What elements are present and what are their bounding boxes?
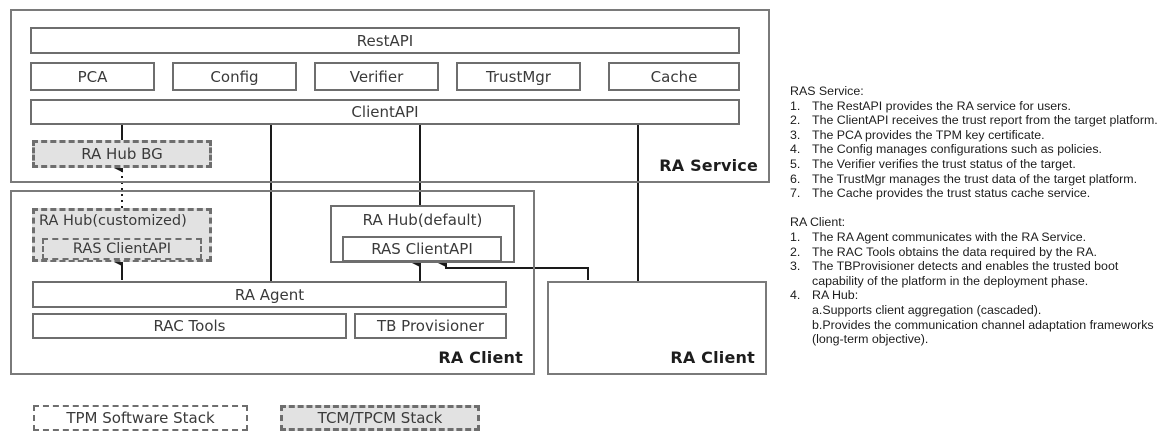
ra-hub-default-ras-clientapi-box[interactable]: RAS ClientAPI <box>342 236 502 262</box>
rac-tools-box[interactable]: RAC Tools <box>32 313 347 339</box>
list-item: 3. The PCA provides the TPM key certific… <box>788 128 1173 143</box>
list-item-number: 2. <box>790 113 801 128</box>
module-box-verifier[interactable]: Verifier <box>314 62 439 91</box>
list-item: 4. The Config manages configurations suc… <box>788 142 1173 157</box>
module-box-config[interactable]: Config <box>172 62 297 91</box>
list-item-number: 7. <box>790 186 801 201</box>
list-item-text: The PCA provides the TPM key certificate… <box>812 127 1045 142</box>
ra-client-right-container: RA Client <box>547 281 767 375</box>
ra-agent-box[interactable]: RA Agent <box>32 281 507 308</box>
ra-hub-bg-box[interactable]: RA Hub BG <box>32 140 212 168</box>
list-item-text: The TrustMgr manages the trust data of t… <box>812 171 1138 186</box>
notes-ra-hub-sub-a: a.Supports client aggregation (cascaded)… <box>812 302 1042 317</box>
ra-hub-customized-label: RA Hub(customized) <box>39 213 187 229</box>
list-item-number: 1. <box>790 229 801 244</box>
list-item: 2. The ClientAPI receives the trust repo… <box>788 113 1173 128</box>
list-item-text: The Cache provides the trust status cach… <box>812 186 1091 201</box>
ra-service-container: RA Service <box>10 9 770 183</box>
notes-ras-service-list: 1. The RestAPI provides the RA service f… <box>788 99 1173 201</box>
ra-client-left-label: RA Client <box>438 348 523 367</box>
list-item: 1. The RestAPI provides the RA service f… <box>788 99 1173 114</box>
legend-tpm-software-stack: TPM Software Stack <box>33 405 248 431</box>
module-box-cache[interactable]: Cache <box>608 62 740 91</box>
list-item-text: The Config manages configurations such a… <box>812 142 1102 157</box>
notes-ra-hub-sub-b: b.Provides the communication channel ada… <box>812 317 1154 347</box>
ra-client-right-label: RA Client <box>670 348 755 367</box>
legend-tcm-tpcm-stack: TCM/TPCM Stack <box>280 405 480 431</box>
list-item: 4. RA Hub: <box>788 288 1173 303</box>
list-item-text: The TBProvisioner detects and enables th… <box>812 259 1119 288</box>
list-item-number: 1. <box>790 98 801 113</box>
list-item-number: 4. <box>790 288 801 303</box>
list-item-text: RA Hub: <box>812 288 859 303</box>
ra-client-left-container: RA Client <box>10 190 535 375</box>
list-item-text: The RA Agent communicates with the RA Se… <box>812 229 1087 244</box>
client-api-box[interactable]: ClientAPI <box>30 99 740 125</box>
list-item-number: 4. <box>790 142 801 157</box>
list-item: 2. The RAC Tools obtains the data requir… <box>788 245 1173 260</box>
list-item-number: 3. <box>790 259 801 274</box>
ra-hub-customized-ras-clientapi-box[interactable]: RAS ClientAPI <box>42 238 202 260</box>
rest-api-box[interactable]: RestAPI <box>30 27 740 54</box>
list-item-number: 3. <box>790 127 801 142</box>
list-item-number: 6. <box>790 171 801 186</box>
list-item-text: The RestAPI provides the RA service for … <box>812 98 1071 113</box>
list-item: 6. The TrustMgr manages the trust data o… <box>788 172 1173 187</box>
tb-provisioner-box[interactable]: TB Provisioner <box>354 313 507 339</box>
ra-hub-default-label: RA Hub(default) <box>362 211 483 229</box>
list-item-text: The ClientAPI receives the trust report … <box>812 113 1158 128</box>
architecture-diagram: RA Service RestAPI PCA Config Verifier T… <box>10 9 770 431</box>
list-item: 5. The Verifier verifies the trust statu… <box>788 157 1173 172</box>
list-item: 1. The RA Agent communicates with the RA… <box>788 230 1173 245</box>
list-item: 3. The TBProvisioner detects and enables… <box>788 259 1173 288</box>
notes-panel: RAS Service: 1. The RestAPI provides the… <box>788 84 1173 347</box>
list-item: 7. The Cache provides the trust status c… <box>788 186 1173 201</box>
list-item-text: The Verifier verifies the trust status o… <box>812 156 1076 171</box>
list-item-number: 2. <box>790 244 801 259</box>
notes-ra-client-list: 1. The RA Agent communicates with the RA… <box>788 230 1173 303</box>
module-box-pca[interactable]: PCA <box>30 62 155 91</box>
module-box-trustmgr[interactable]: TrustMgr <box>456 62 581 91</box>
list-item-number: 5. <box>790 156 801 171</box>
ra-service-label: RA Service <box>659 156 758 175</box>
notes-spacer <box>788 201 1173 216</box>
notes-ras-service-heading: RAS Service: <box>790 84 864 98</box>
list-item-text: The RAC Tools obtains the data required … <box>812 244 1097 259</box>
notes-ra-client-heading: RA Client: <box>790 215 846 230</box>
